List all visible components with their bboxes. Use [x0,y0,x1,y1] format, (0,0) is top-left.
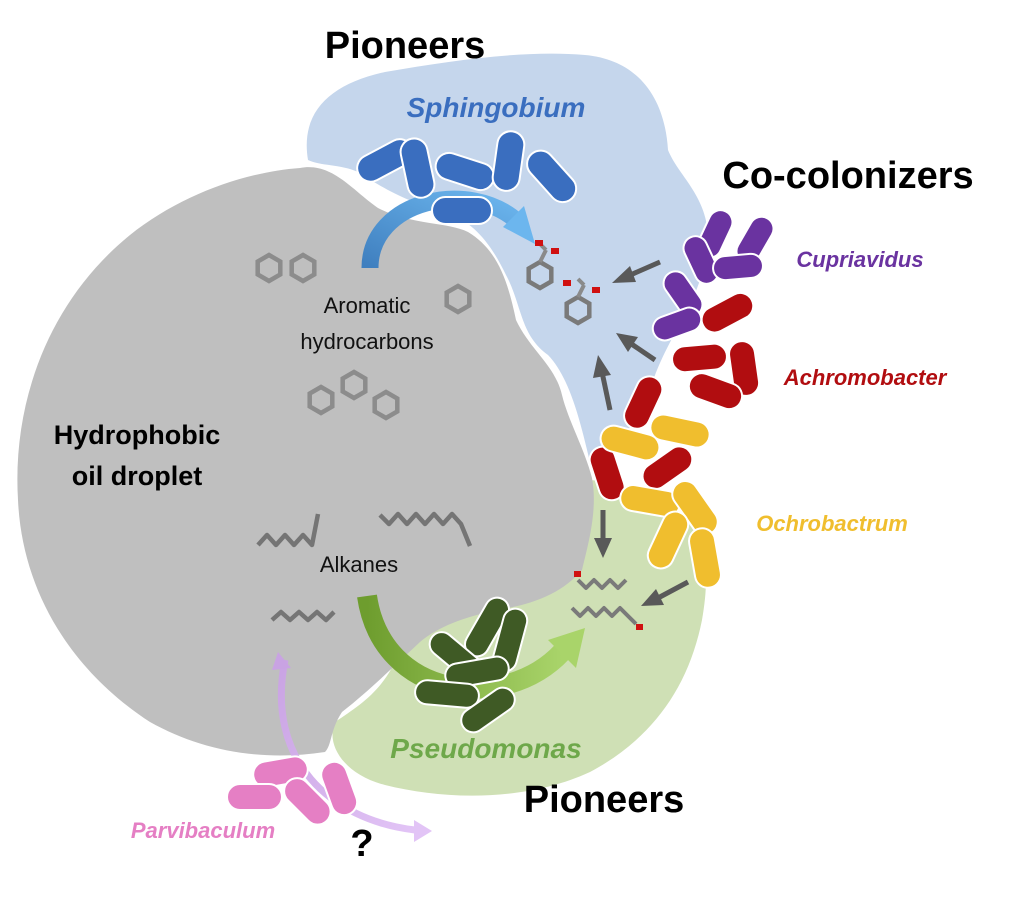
question-mark-label: ? [350,823,373,865]
bacterium-cell [491,130,526,192]
alkane-chain-icon [256,513,321,548]
sphingobium-uptake-arrow [361,190,535,269]
alkanes-label: Alkanes [320,552,398,577]
sphingobium-cells [356,130,578,225]
bacterium-cell [623,375,664,430]
cupriavidus-label: Cupriavidus [796,247,923,272]
bacterium-cell [526,149,578,204]
arrow-icon [594,510,612,558]
bacterium-cell [682,235,720,285]
aromatic-label-line1: Aromatic [324,293,411,318]
alkane-molecules [256,511,473,623]
ochrobactrum-label: Ochrobactrum [756,511,908,536]
bacterium-cell [728,340,761,397]
achromobacter-cells [588,291,761,502]
bacterium-cell [320,760,359,817]
oxidized-alkane-icon [576,578,628,590]
bacterium-cell [444,655,510,689]
bacterium-cell [671,342,728,374]
droplet-label-line1: Hydrophobic [54,420,221,450]
bacterium-cell [283,777,332,826]
arrow-icon [612,259,662,283]
sphingobium-label: Sphingobium [407,92,586,123]
pseudomonas-cells [414,596,529,734]
arrow-icon [616,333,657,363]
alkane-chain-icon [378,511,473,547]
aromatic-label-line2: hydrocarbons [300,329,433,354]
bacterium-cell [226,783,283,811]
bacterium-cell [646,510,690,570]
metabolite-flow-arrows [593,259,690,606]
parvibaculum-cells [226,755,359,826]
bacterium-cell [712,252,764,282]
bacterium-cell [688,527,722,589]
achromobacter-label: Achromobacter [783,365,948,390]
bacterium-cell [700,291,755,334]
bacterium-cell [651,306,703,342]
bacterium-cell [599,424,661,462]
parvibaculum-uptake-arrow [272,652,432,842]
oxidized-alkanes [570,578,638,626]
droplet-label-line2: oil droplet [72,461,203,491]
pseudomonas-label: Pseudomonas [390,733,581,764]
ochrobactrum-cells [599,413,722,589]
oxidized-alkane-icon [570,606,638,626]
cupriavidus-cells [651,209,775,342]
oil-droplet [17,167,594,756]
arrow-icon [593,355,613,411]
cocolonizers-label: Co-colonizers [722,155,973,197]
pioneers-top-label: Pioneers [325,25,486,67]
bacterium-cell [399,137,436,199]
bacterium-cell [588,445,626,502]
parvibaculum-label: Parvibaculum [131,818,275,843]
bacterium-cell [641,445,694,491]
bacterium-cell [687,372,744,411]
pioneers-bottom-label: Pioneers [524,779,685,821]
alkane-chain-icon [270,609,336,623]
bacterium-cell [431,196,493,225]
bacterium-cell [414,679,480,709]
arrow-icon [641,579,690,606]
bacterium-cell [460,686,516,734]
bacterium-cell [649,413,711,449]
oxidized-aromatics [529,240,600,323]
